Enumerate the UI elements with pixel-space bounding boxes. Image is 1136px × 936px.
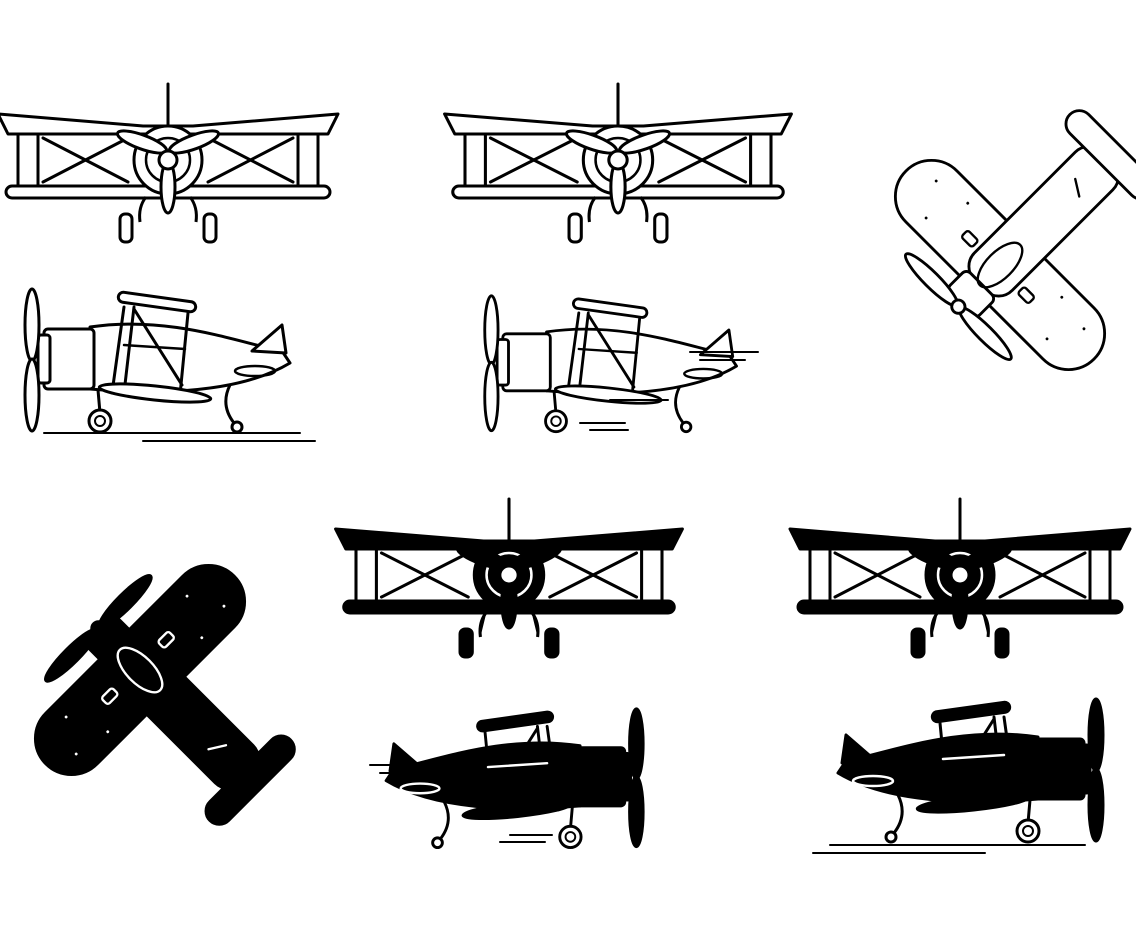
- biplane-side-outline-icon: [23, 287, 292, 434]
- biplane-side-filled-icon: [836, 697, 1105, 844]
- biplane-front-outline-icon: [0, 82, 340, 244]
- biplane-front-filled-icon: [788, 497, 1132, 659]
- biplane-top-filled-icon: [0, 527, 356, 886]
- speed-lines: [369, 764, 553, 843]
- biplane-top-outline-icon: [857, 49, 1136, 408]
- biplane-side-outline-icon: [483, 294, 738, 434]
- speed-lines: [579, 351, 759, 431]
- biplane-front-outline-icon: [443, 82, 793, 244]
- biplane-side-filled-icon: [384, 707, 645, 850]
- biplane-front-filled-icon: [334, 497, 684, 659]
